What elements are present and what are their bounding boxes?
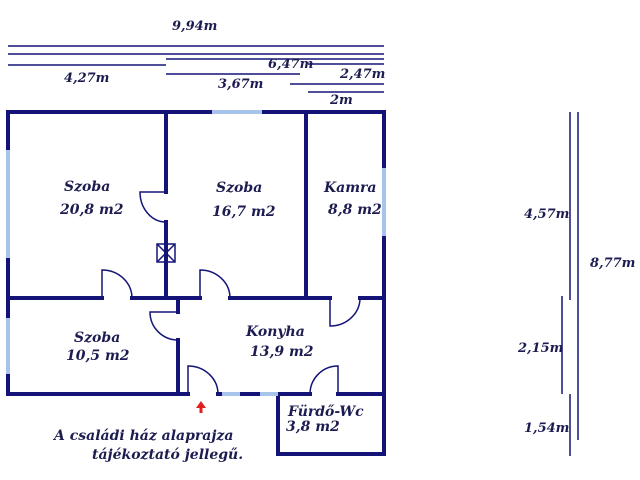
top-dimension-lines <box>8 45 384 93</box>
right-dimension-lines <box>561 112 579 456</box>
entrance-arrow-icon <box>196 401 206 413</box>
note-line-2: tájékoztató jellegű. <box>92 447 243 463</box>
room-5-area: 13,9 m2 <box>250 344 314 360</box>
walls <box>6 110 386 456</box>
room-6-area: 3,8 m2 <box>286 419 340 435</box>
doors <box>101 191 361 395</box>
dimension-h-total: 8,77m <box>590 256 635 271</box>
windows <box>6 110 386 396</box>
room-5-name: Konyha <box>245 324 305 340</box>
note-line-1: A családi ház alaprajza <box>52 428 233 444</box>
room-2-name: Szoba <box>216 180 262 196</box>
room-4-name: Szoba <box>74 330 120 346</box>
room-6-name: Fürdő-Wc <box>287 404 364 420</box>
dimension-h2: 2,15m <box>517 341 563 356</box>
dimension-w4: 2,47m <box>339 67 385 82</box>
room-1-name: Szoba <box>64 179 110 195</box>
dimension-w2: 6,47m <box>268 57 313 72</box>
room-4-area: 10,5 m2 <box>66 348 130 364</box>
room-2-area: 16,7 m2 <box>212 204 276 220</box>
room-3-name: Kamra <box>323 180 377 196</box>
room-3-area: 8,8 m2 <box>328 202 382 218</box>
chimney-icon <box>156 243 176 263</box>
dimension-h1: 4,57m <box>524 207 569 222</box>
dimension-w3: 3,67m <box>218 77 263 92</box>
dimension-h3: 1,54m <box>524 421 569 436</box>
dimension-w5: 2m <box>329 93 353 108</box>
room-1-area: 20,8 m2 <box>59 202 124 218</box>
dimension-w1: 4,27m <box>64 71 109 86</box>
dimension-total-width: 9,94m <box>172 19 217 34</box>
